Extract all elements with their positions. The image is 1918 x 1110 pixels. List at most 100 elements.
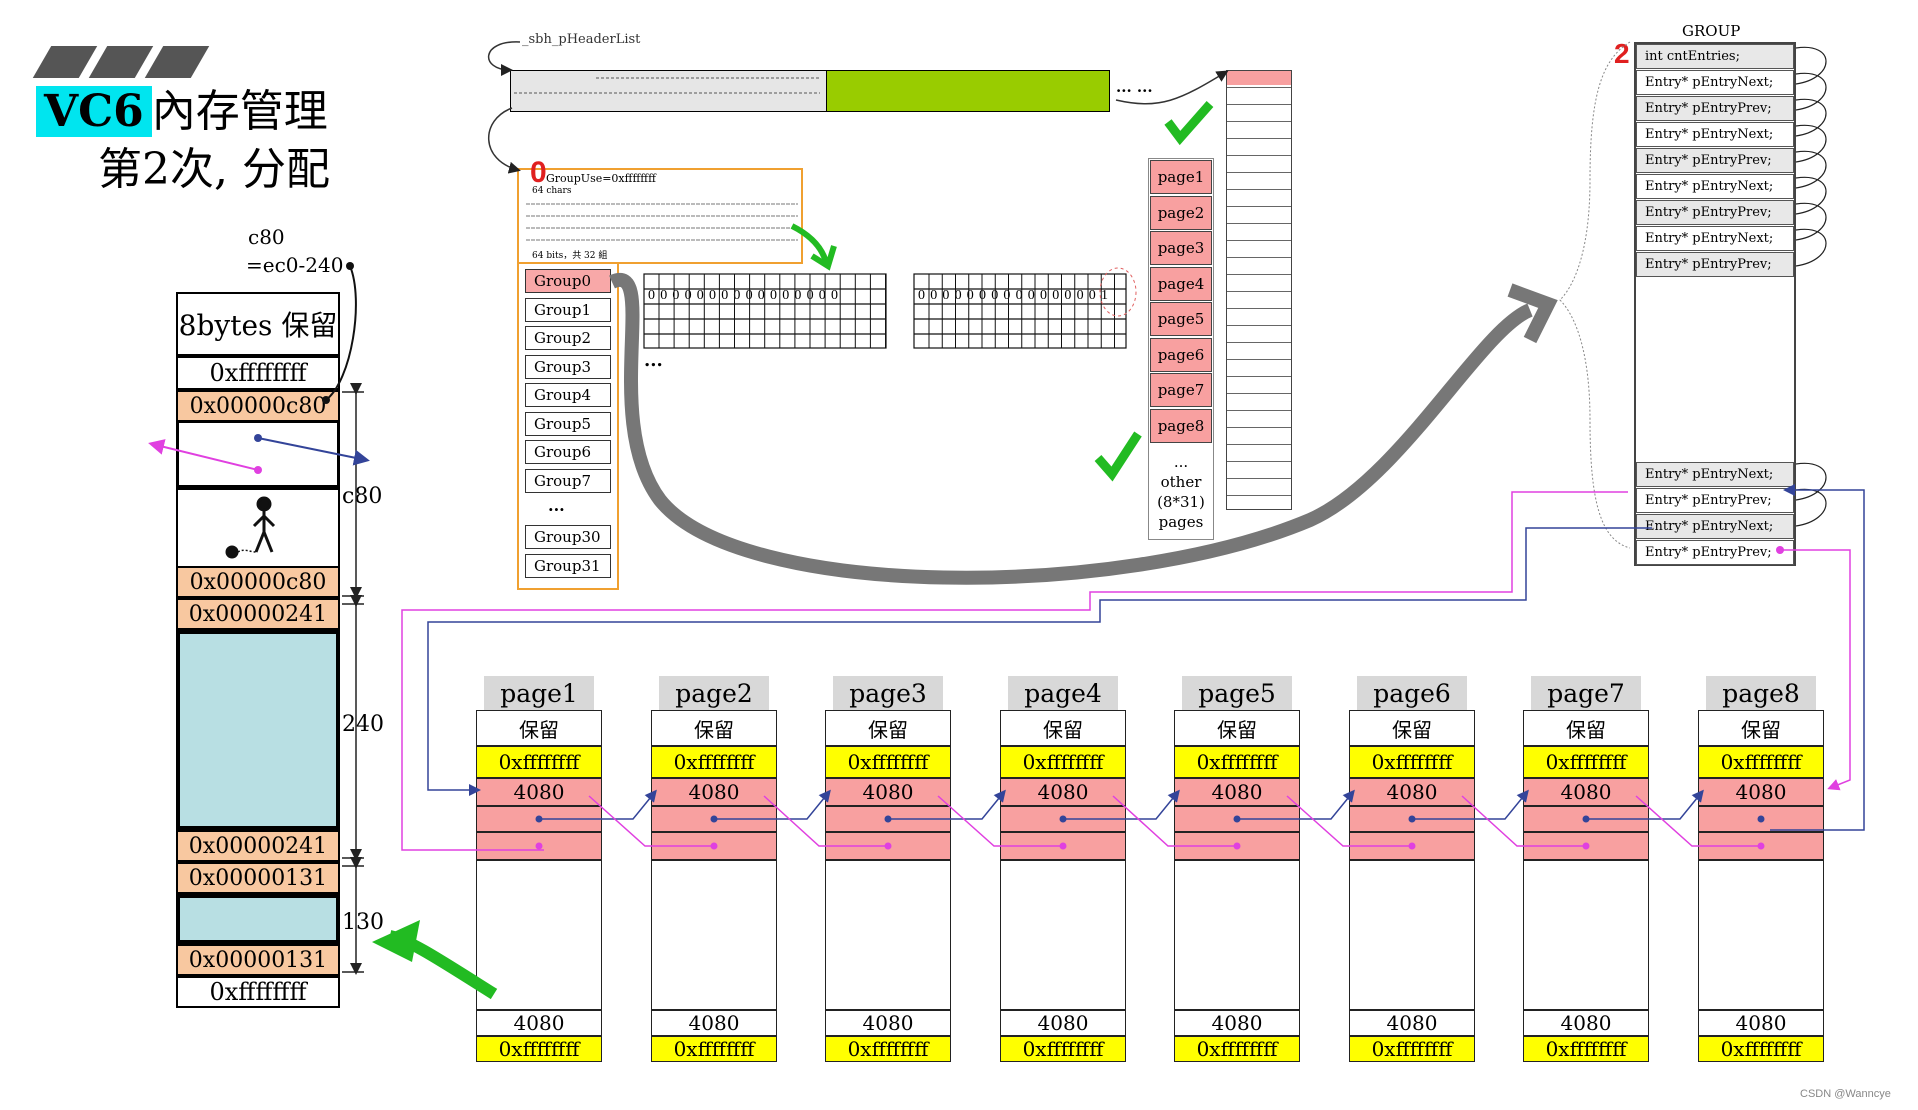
left-cell-0: 0xffffffff [176,356,340,390]
group-entry-top-0: Entry* pEntryNext; [1636,70,1794,95]
header-to-region-curl [488,107,521,174]
page-sentinel: 0xffffffff [1349,746,1475,778]
page-end-sentinel: 0xffffffff [1349,1036,1475,1062]
region-chars-grid [526,203,798,241]
page-entry-next [1698,806,1824,832]
green-arrow-pages-top [1164,101,1214,146]
prev-dot [884,842,892,850]
last-bit-highlight [1099,267,1137,317]
page-reserved: 保留 [1349,710,1475,746]
header-list-label: _sbh_pHeaderList [522,32,641,47]
pages-list-other: ... other (8*31) pages [1157,453,1205,531]
page-body [825,860,951,1010]
group-1[interactable]: Group1 [525,298,611,322]
page-reserved: 保留 [1174,710,1300,746]
group-6[interactable]: Group6 [525,440,611,464]
page-next-link [1237,789,1355,820]
page-header: page4 [1008,676,1118,710]
group-5[interactable]: Group5 [525,412,611,436]
page-reserved: 保留 [825,710,951,746]
page-body [1698,860,1824,1010]
left-cell-6: 0x00000131 [176,944,340,976]
header-stack-top [1227,71,1291,85]
reserved-8bytes: 8bytes 保留 [176,292,340,356]
bracket-label-c80: c80 [342,484,383,509]
watermark: CSDN @Wanncye [1800,1088,1891,1100]
group-7[interactable]: Group7 [525,469,611,493]
bit-grid-columns [658,274,1115,348]
next-dot [1757,815,1765,823]
group-0[interactable]: Group0 [525,269,611,293]
group-ellipsis: ... [548,496,565,515]
group-3[interactable]: Group3 [525,355,611,379]
page-header: page2 [659,676,769,710]
free-next-arrow [257,437,370,466]
page-end-sentinel: 0xffffffff [1698,1036,1824,1062]
page-body [1000,860,1126,1010]
page-reserved: 保留 [651,710,777,746]
left-cell-2: 0x00000c80 [176,566,340,598]
header-list-green [826,70,1110,112]
group-entry-top-7: Entry* pEntryPrev; [1636,252,1794,277]
page-prev-link [1461,795,1586,847]
page-size: 4080 [651,778,777,806]
group-entry-top-3: Entry* pEntryPrev; [1636,148,1794,173]
group-4[interactable]: Group4 [525,383,611,407]
pages-list-item-8[interactable]: page8 [1150,409,1212,443]
title-line1: 內存管理 [151,86,328,137]
header-list-dots: ... ... [1116,78,1153,96]
group-entry-top-5: Entry* pEntryPrev; [1636,200,1794,225]
group-2[interactable]: Group2 [525,326,611,350]
page-body [1349,860,1475,1010]
group-30[interactable]: Group30 [525,525,611,549]
prev-dot [1408,842,1416,850]
prev-dot [710,842,718,850]
region-marker: 0 [530,156,547,189]
page-size: 4080 [1698,778,1824,806]
header-stack-column [1226,70,1292,510]
group-loop-arrow [1795,98,1827,137]
page-body [1174,860,1300,1010]
page-next-link [1586,789,1704,820]
pages-list-item-7[interactable]: page7 [1150,373,1212,407]
pages-list-item-1[interactable]: page1 [1150,160,1212,194]
green-arrow-region [790,223,829,263]
page-chain-links [535,789,1765,850]
group-entry-prev-link [1780,549,1851,791]
page-header: page1 [484,676,594,710]
page-header: page7 [1531,676,1641,710]
page-reserved: 保留 [1000,710,1126,746]
pages-list-item-5[interactable]: page5 [1150,302,1212,336]
left-cell-5: 0x00000131 [176,862,340,894]
header-list-curl [487,41,521,76]
pages-list-item-3[interactable]: page3 [1150,231,1212,265]
pages-list-item-4[interactable]: page4 [1150,267,1212,301]
page-header: page8 [1706,676,1816,710]
page-sentinel: 0xffffffff [651,746,777,778]
left-free-block [176,420,340,488]
pages-list-item-6[interactable]: page6 [1150,338,1212,372]
group-use-label: GroupUse=0xffffffff [546,172,656,185]
bracket-label-130: 130 [342,910,384,935]
page-end-size: 4080 [1698,1010,1824,1036]
group-31[interactable]: Group31 [525,554,611,578]
page-next-link [1412,789,1529,820]
group-entry-top-4: Entry* pEntryNext; [1636,174,1794,199]
group-loop-arrow [1795,124,1827,163]
page-end-sentinel: 0xffffffff [651,1036,777,1062]
page-end-size: 4080 [1000,1010,1126,1036]
group-loop-arrow [1795,72,1827,111]
page-next-link [714,789,831,820]
page-reserved: 保留 [1698,710,1824,746]
c80-expr: =ec0-240 [246,253,344,277]
page-body [651,860,777,1010]
page-size: 4080 [1523,778,1649,806]
chars-label: 64 chars [532,186,572,196]
page-end-size: 4080 [651,1010,777,1036]
page-subtitle: 第2次, 分配 [98,144,330,195]
left-alloc-240 [176,630,340,830]
group-entry-next-link [427,527,1652,796]
pages-list-item-2[interactable]: page2 [1150,196,1212,230]
region-frame [517,262,619,590]
group-loop-arrow [1795,462,1827,501]
